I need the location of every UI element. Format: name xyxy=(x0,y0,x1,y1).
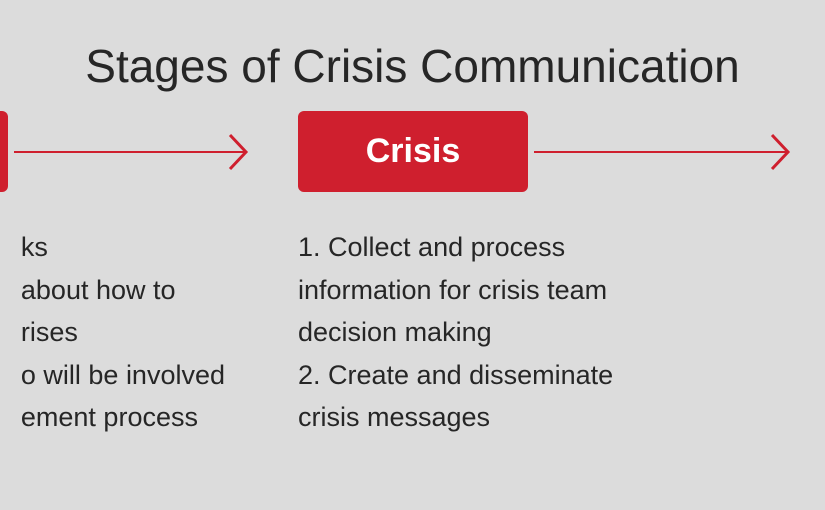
precrisis-line-3: rises xyxy=(20,317,78,347)
stage-description-crisis: 1. Collect and process information for c… xyxy=(298,226,613,439)
crisis-line-4: 2. Create and disseminate xyxy=(298,359,614,390)
stage-box-precrisis xyxy=(0,111,8,192)
crisis-line-1: 1. Collect and process xyxy=(298,232,566,262)
stage-description-precrisis: ks about how to rises o will be involved… xyxy=(21,226,225,439)
diagram-title: Stages of Crisis Communication xyxy=(85,40,740,92)
stage-label-crisis: Crisis xyxy=(365,132,461,170)
precrisis-line-1: ks xyxy=(20,232,48,262)
arrow-precrisis-to-crisis-icon xyxy=(14,133,249,171)
arrow-crisis-to-postcrisis-icon xyxy=(534,133,791,171)
precrisis-line-4: o will be involved xyxy=(20,359,225,390)
crisis-line-5: crisis messages xyxy=(298,402,491,432)
stage-box-crisis: Crisis xyxy=(298,111,528,192)
precrisis-line-2: about how to xyxy=(20,274,176,305)
crisis-line-3: decision making xyxy=(298,317,492,347)
crisis-line-2: information for crisis team xyxy=(298,274,608,305)
precrisis-line-5: ement process xyxy=(20,402,198,432)
